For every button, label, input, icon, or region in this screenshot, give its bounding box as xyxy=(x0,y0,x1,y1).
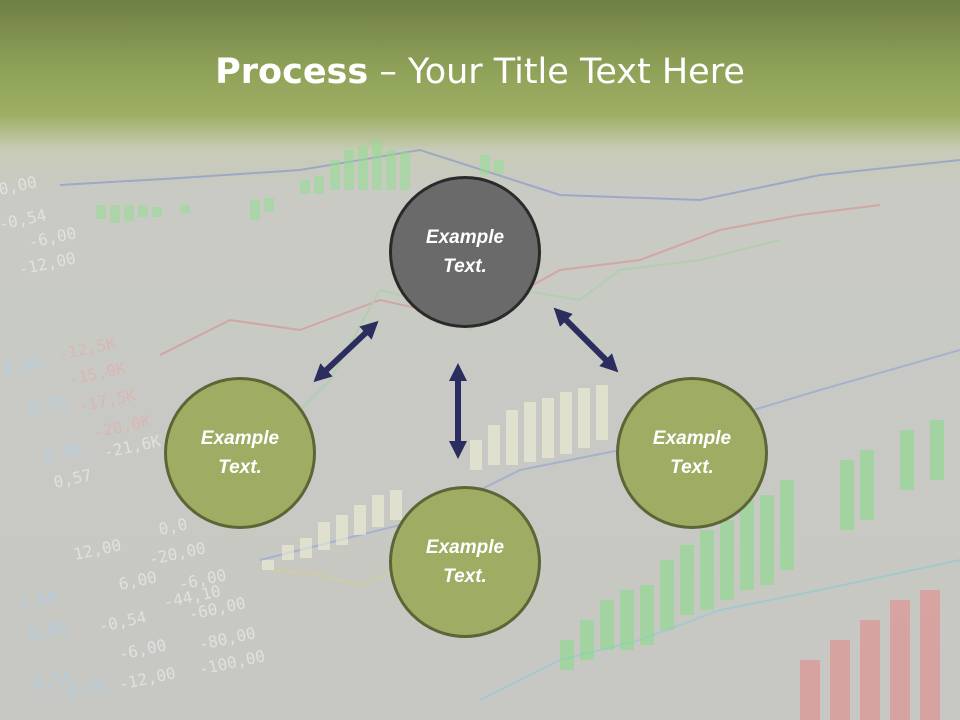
ticker-label: 0,57 xyxy=(52,465,94,492)
bg-pale-bars xyxy=(262,385,608,570)
node-right-line2: Text. xyxy=(670,457,714,478)
ticker-label: 6,00 xyxy=(117,567,159,594)
bg-line-blue-2 xyxy=(259,349,960,561)
title-bold: Process xyxy=(215,52,369,92)
bg-green-bars-bottom xyxy=(560,420,944,670)
node-left-line2: Text. xyxy=(218,457,262,478)
node-top-line2: Text. xyxy=(443,256,487,277)
ticker-label: -17,5K xyxy=(77,385,138,416)
node-left[interactable]: Example Text. xyxy=(164,377,316,529)
ticker-label: -12,5K xyxy=(57,333,118,364)
bg-line-cyan xyxy=(479,559,960,701)
node-bottom[interactable]: Example Text. xyxy=(389,486,541,638)
node-bottom-line1: Example xyxy=(425,537,505,558)
ticker-label: 1,60 xyxy=(17,587,59,614)
slide-title: Process – Your Title Text Here xyxy=(0,52,960,92)
node-bottom-line2: Text. xyxy=(443,566,487,587)
ticker-label: -12,00 xyxy=(117,663,177,694)
node-right-line1: Example xyxy=(652,428,732,449)
bg-green-bars-top xyxy=(96,140,504,223)
ticker-label: -0,54 xyxy=(97,607,148,636)
ticker-label: -12,00 xyxy=(17,248,77,279)
ticker-label: 12,00 xyxy=(72,535,123,564)
ticker-label: 0,80 xyxy=(2,352,44,379)
title-rest: – Your Title Text Here xyxy=(368,52,745,92)
ticker-label: 0,70 xyxy=(27,392,69,419)
ticker-label: -20,00 xyxy=(147,538,207,569)
node-left-line1: Example xyxy=(200,428,280,449)
ticker-label: -6,00 xyxy=(27,223,78,252)
ticker-label: 0,00 xyxy=(0,172,39,199)
node-right[interactable]: Example Text. xyxy=(616,377,768,529)
ticker-label: 0,80 xyxy=(27,617,69,644)
bg-red-bars xyxy=(800,590,940,720)
node-top[interactable]: Example Text. xyxy=(389,176,541,328)
ticker-label: 0,0 xyxy=(157,514,189,539)
node-top-line1: Example xyxy=(425,227,505,248)
ticker-label: 0,60 xyxy=(42,439,84,466)
ticker-label: -6,00 xyxy=(117,635,168,664)
ticker-label: -15,0K xyxy=(67,358,128,389)
